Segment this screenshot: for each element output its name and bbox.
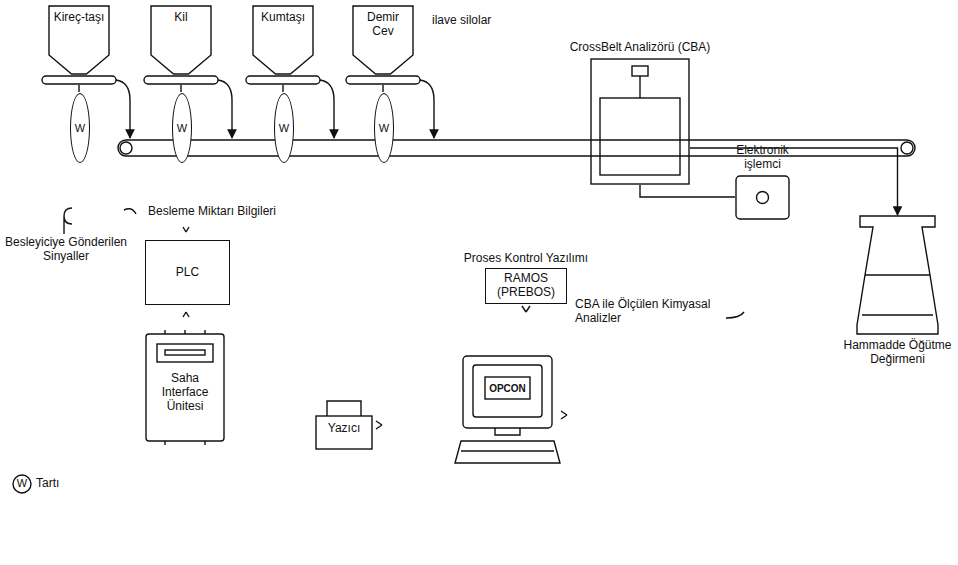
weigher: W	[70, 93, 90, 163]
note: ilave silolar	[432, 14, 532, 28]
roller	[901, 142, 913, 154]
node-label: Demir Cev	[355, 11, 411, 39]
node-label: OPCON	[489, 383, 526, 395]
weigher: W	[374, 93, 394, 163]
silo: Kumtaşı	[252, 5, 314, 75]
node-label: PLC	[176, 266, 199, 280]
printer: Yazıcı	[315, 400, 373, 450]
silo: Kireç-taşı	[48, 5, 110, 75]
node-label: Yazıcı	[328, 422, 360, 436]
feeder-belt	[246, 76, 320, 84]
node-heading: Elektronik işlemci	[718, 144, 808, 172]
processor-box-outline	[735, 175, 790, 220]
signal-hook	[64, 208, 72, 234]
node-heading: Hammadde Öğütme Değirmeni	[842, 339, 954, 367]
legend-sample	[13, 475, 31, 493]
signal-name: CBA ile Ölçülen Kimyasal Analizler	[575, 298, 725, 326]
computer: OPCON	[455, 355, 560, 465]
node-label: Kireç-taşı	[54, 11, 105, 25]
feed-arrow	[420, 80, 434, 138]
silo: Kil	[150, 5, 212, 75]
tick	[376, 306, 567, 429]
node-label: W	[379, 123, 389, 134]
feed-arrow	[116, 80, 130, 138]
raw-mill-outline	[850, 215, 945, 335]
node-label: W	[75, 123, 85, 134]
weigher: W	[274, 93, 294, 163]
feeder-belt	[144, 76, 218, 84]
weigher: W	[172, 93, 192, 163]
field-interface-unit: Saha Interface Ünitesi	[145, 330, 225, 445]
raw-mill: Hammadde Öğütme Değirmeni	[850, 215, 945, 335]
node-label: RAMOS (PREBOS)	[489, 272, 563, 300]
signal-hook	[124, 209, 136, 214]
belt-conveyor	[118, 140, 915, 156]
node-heading: CrossBelt Analizörü (CBA)	[560, 41, 720, 55]
analyzer-housing: CrossBelt Analizörü (CBA)	[590, 58, 690, 185]
node-label: W	[177, 123, 187, 134]
legend-symbol-letter: W	[14, 477, 30, 490]
node-label: Kil	[174, 11, 187, 25]
plc-box: PLC	[145, 240, 230, 305]
node-label: Kumtaşı	[261, 11, 305, 25]
legend-text: Tartı	[36, 476, 59, 490]
connector	[690, 148, 898, 215]
computer-outline	[455, 355, 560, 465]
signal-name: Besleme Miktarı Bilgileri	[148, 205, 283, 219]
legend-entry: Tartı	[36, 477, 59, 491]
node-heading: Proses Kontrol Yazılımı	[461, 252, 591, 266]
feeder-belt	[42, 76, 116, 84]
software-box: Proses Kontrol YazılımıRAMOS (PREBOS)	[485, 268, 567, 304]
feed-arrow	[320, 80, 334, 138]
signal-name: Besleyiciye Gönderilen Sinyaller	[2, 236, 130, 264]
silo: Demir Cev	[352, 5, 414, 75]
connector	[640, 185, 735, 197]
feed-arrow	[218, 80, 232, 138]
processor-box: Elektronik işlemci	[735, 175, 790, 220]
roller	[120, 142, 132, 154]
analyzer-housing-outline	[590, 58, 690, 185]
node-label: Saha Interface Ünitesi	[148, 372, 222, 413]
feeder-belt	[346, 76, 420, 84]
leader	[726, 312, 744, 318]
weigher-stem	[79, 85, 383, 92]
node-label: W	[279, 123, 289, 134]
